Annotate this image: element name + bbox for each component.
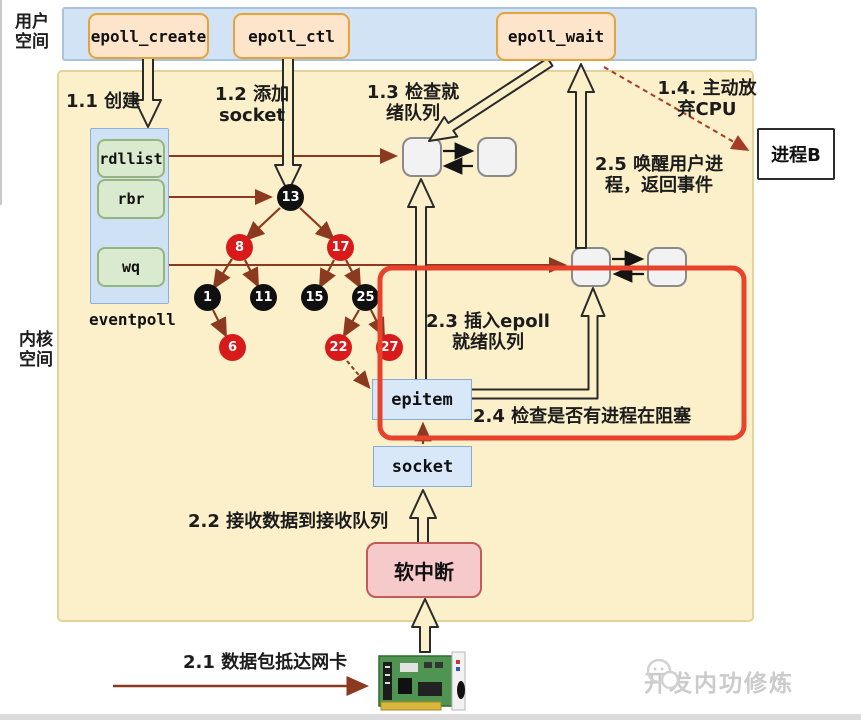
step-1-3-label: 1.3 检查就 绪队列	[366, 82, 460, 125]
softirq-box: 软中断	[366, 542, 482, 598]
check-ready-queue-arrow	[428, 57, 554, 142]
rbtree-node-8: 8	[226, 234, 253, 261]
step-2-1-label: 2.1 数据包抵达网卡	[183, 652, 348, 673]
rbtree-node-13: 13	[277, 184, 304, 211]
step-2-3-label: 2.3 插入epoll 就绪队列	[426, 311, 550, 354]
wq-field: wq	[97, 247, 165, 287]
ready-queue-item-2	[477, 137, 517, 177]
rbtree-node-27: 27	[376, 334, 403, 361]
epoll-wait-box: epoll_wait	[496, 12, 616, 61]
epoll-create-box: epoll_create	[88, 13, 209, 59]
rbtree-node-25: 25	[352, 284, 379, 311]
epoll-ctl-box: epoll_ctl	[233, 13, 350, 59]
user-space-label: 用户 空间	[15, 12, 49, 52]
wait-queue-item-2	[647, 247, 687, 287]
rbtree-node-17: 17	[327, 234, 354, 261]
kernel-space-label: 内核 空间	[19, 330, 53, 370]
step-2-5-label: 2.5 唤醒用户进 程，返回事件	[594, 154, 724, 197]
wait-queue-item-1	[571, 247, 611, 287]
step-2-2-label: 2.2 接收数据到接收队列	[188, 511, 389, 532]
softirq-to-socket-arrow	[409, 489, 437, 544]
window-edge	[0, 0, 2, 205]
rbr-field: rbr	[97, 179, 165, 219]
step-2-4-label: 2.4 检查是否有进程在阻塞	[473, 406, 692, 427]
rbtree-node-11: 11	[250, 284, 277, 311]
rbtree-node-1: 1	[194, 284, 221, 311]
wakeup-user-process-arrow	[567, 63, 595, 249]
epitem-box: epitem	[372, 379, 472, 420]
rdllist-field: rdllist	[97, 139, 165, 178]
step-1-2-label: 1.2 添加 socket	[214, 84, 290, 127]
rbtree-node-15: 15	[301, 284, 328, 311]
ready-queue	[402, 137, 517, 177]
wait-queue	[571, 247, 687, 287]
step-1-4-label: 1.4. 主动放 弃CPU	[657, 78, 757, 121]
rbtree-node-22: 22	[325, 334, 352, 361]
socket-box: socket	[373, 446, 472, 487]
wechat-logo-icon	[646, 658, 680, 690]
rbtree-node-6: 6	[219, 334, 246, 361]
eventpoll-label: eventpoll	[89, 310, 176, 329]
network-card	[378, 651, 466, 711]
watermark: 开发内功修炼	[644, 658, 844, 704]
epoll-ctl-arrow	[274, 57, 302, 193]
process-b-box: 进程B	[757, 128, 835, 180]
ready-queue-item-1	[402, 137, 442, 177]
step-1-1-label: 1.1 创建	[66, 91, 141, 112]
window-bottom-bar	[0, 714, 861, 720]
epoll-create-arrow	[134, 57, 162, 128]
nic-to-softirq-arrow	[411, 598, 439, 653]
rbtree-edges	[210, 207, 385, 338]
give-up-cpu-dashed-arrow	[603, 66, 750, 152]
